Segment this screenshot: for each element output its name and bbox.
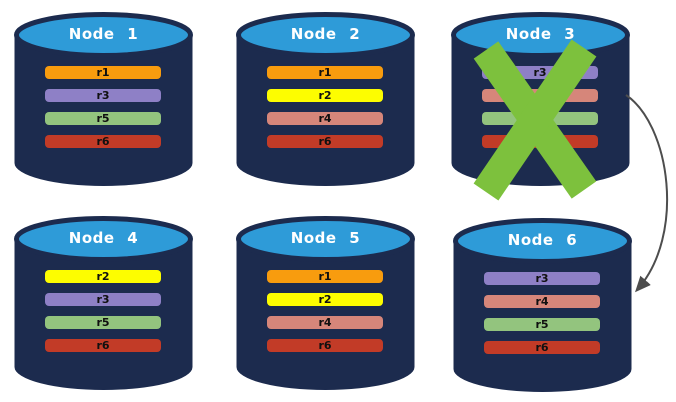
replica-bar: r6 — [45, 339, 161, 352]
replica-bar: r2 — [267, 293, 383, 306]
replica-list: r3 r4 r5 r6 — [484, 272, 600, 364]
replica-bar: r5 — [45, 316, 161, 329]
replica-label: r6 — [318, 339, 332, 352]
replica-label: r3 — [96, 293, 110, 306]
replica-label: r3 — [533, 66, 547, 79]
replica-label: r5 — [96, 316, 110, 329]
replica-label: r5 — [535, 318, 549, 331]
replica-label: r4 — [535, 295, 549, 308]
replica-label: r2 — [318, 293, 332, 306]
replica-bar: r1 — [45, 66, 161, 79]
replica-bar — [482, 112, 598, 125]
replica-bar: r4 — [267, 112, 383, 125]
replica-list: r1 r2 r4 r6 — [267, 270, 383, 362]
replica-label: r1 — [318, 66, 332, 79]
node-1: Node 1 r1 r3 r5 r6 — [11, 2, 196, 190]
replica-bar — [482, 135, 598, 148]
replica-label: r2 — [96, 270, 110, 283]
replica-label: r6 — [535, 341, 549, 354]
replica-list: r2 r3 r5 r6 — [45, 270, 161, 362]
replica-bar: r4 — [267, 316, 383, 329]
node-2: Node 2 r1 r2 r4 r6 — [233, 2, 418, 190]
node-4: Node 4 r2 r3 r5 r6 — [11, 206, 196, 394]
replica-label: r2 — [318, 89, 332, 102]
node-6: Node 6 r3 r4 r5 r6 — [450, 208, 635, 396]
replica-bar: r6 — [45, 135, 161, 148]
replica-bar: r3 — [484, 272, 600, 285]
replica-bar: r5 — [484, 318, 600, 331]
replica-list: r3 — [482, 66, 598, 158]
replica-list: r1 r2 r4 r6 — [267, 66, 383, 158]
node-title: Node 5 — [290, 229, 361, 247]
replica-bar: r3 — [482, 66, 598, 79]
replica-label: r3 — [535, 272, 549, 285]
replica-label: r1 — [96, 66, 110, 79]
replica-bar: r6 — [484, 341, 600, 354]
replica-bar: r1 — [267, 66, 383, 79]
replica-list: r1 r3 r5 r6 — [45, 66, 161, 158]
node-title: Node 3 — [505, 25, 576, 43]
replica-label: r4 — [318, 112, 332, 125]
replica-bar: r5 — [45, 112, 161, 125]
replica-bar: r6 — [267, 339, 383, 352]
node-5: Node 5 r1 r2 r4 r6 — [233, 206, 418, 394]
replica-label: r6 — [318, 135, 332, 148]
node-title: Node 4 — [68, 229, 139, 247]
replica-label: r4 — [318, 316, 332, 329]
replica-bar: r1 — [267, 270, 383, 283]
replica-label: r5 — [96, 112, 110, 125]
replica-label: r6 — [96, 135, 110, 148]
replica-bar: r2 — [45, 270, 161, 283]
node-title: Node 6 — [507, 231, 578, 249]
replica-bar: r2 — [267, 89, 383, 102]
replica-label: r3 — [96, 89, 110, 102]
node-title: Node 2 — [290, 25, 361, 43]
replica-bar: r3 — [45, 293, 161, 306]
replica-bar: r3 — [45, 89, 161, 102]
replica-label: r1 — [318, 270, 332, 283]
replica-label: r6 — [96, 339, 110, 352]
node-title: Node 1 — [68, 25, 139, 43]
node-3: Node 3 r3 — [448, 2, 633, 190]
replica-bar: r6 — [267, 135, 383, 148]
replica-bar: r4 — [484, 295, 600, 308]
replica-bar — [482, 89, 598, 102]
